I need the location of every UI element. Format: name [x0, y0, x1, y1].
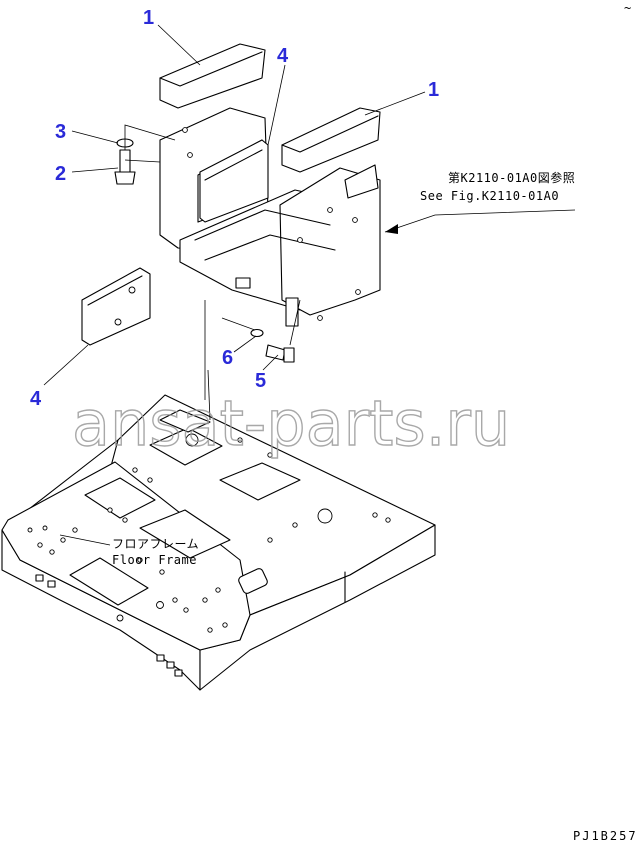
reference-jp: 第K2110-01A0図参照 [448, 170, 575, 185]
bolt-2 [114, 149, 136, 185]
reference-en: See Fig.K2110-01A0 [420, 189, 559, 203]
side-pad [81, 267, 151, 346]
floor-frame [1, 394, 436, 691]
floor-frame-label-jp: フロアフレーム [112, 537, 199, 551]
cushion-upper-left [159, 43, 266, 109]
floor-frame-label-en: Floor Frame [112, 553, 197, 567]
corner-mark: ~ [624, 1, 632, 15]
cushion-upper-right [281, 107, 381, 173]
backrest-pad [199, 139, 269, 223]
skirt-bolts [35, 574, 183, 677]
callout-4-lower: 4 [30, 388, 42, 410]
bolt-5 [265, 344, 295, 363]
washer-6 [250, 328, 264, 338]
callout-1-upper: 1 [143, 7, 154, 29]
frame-holes [27, 437, 391, 633]
callout-2: 2 [55, 163, 66, 185]
leaders [43, 24, 576, 386]
assembly-lines [124, 124, 301, 421]
callout-6: 6 [222, 347, 233, 369]
callout-3: 3 [55, 121, 66, 143]
callout-4-upper: 4 [277, 45, 289, 67]
callout-5: 5 [255, 370, 266, 392]
watermark: ansat-parts.ru [72, 387, 510, 460]
page-code: PJ1B257 [573, 829, 638, 843]
callout-1-right: 1 [428, 79, 439, 101]
